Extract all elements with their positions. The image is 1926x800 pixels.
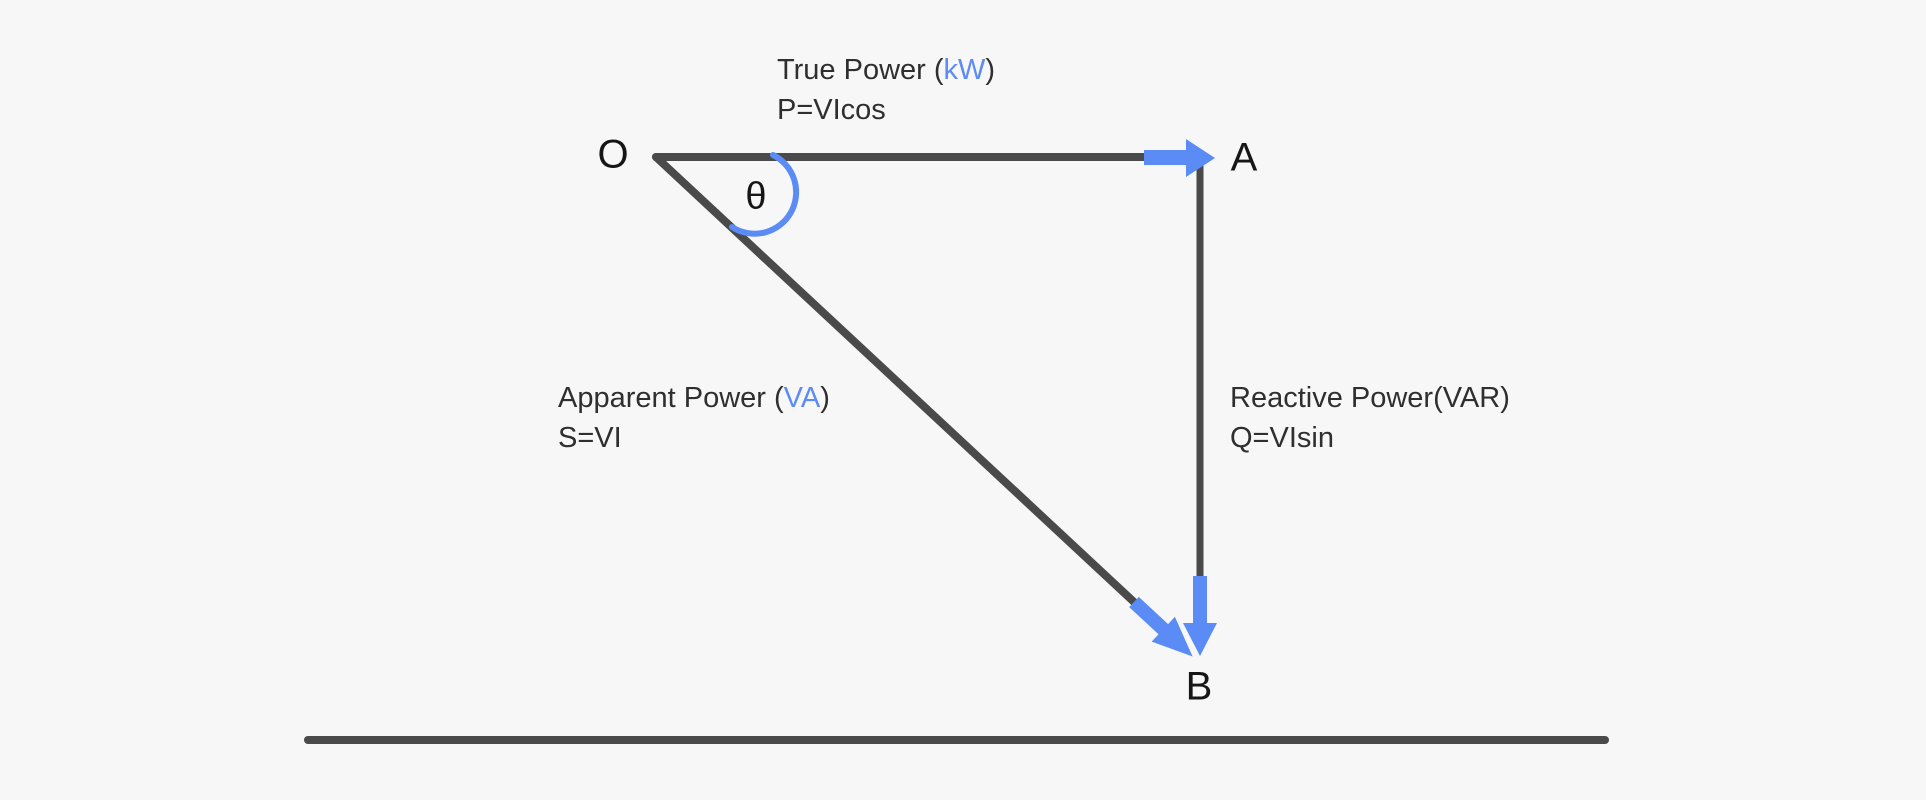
apparent-power-prefix: Apparent Power ( [558,382,784,414]
true-power-suffix: ) [985,54,996,86]
true-power-label: True Power (kW) P=VIcos [777,50,995,130]
apparent-power-suffix: ) [820,382,830,414]
true-power-formula: P=VIcos [777,94,886,126]
angle-theta-label: θ [745,175,767,218]
apparent-power-label: Apparent Power (VA) S=VI [558,378,830,458]
apparent-power-formula: S=VI [558,422,622,454]
vertex-a-label: A [1230,135,1258,180]
angle-arc [729,152,800,237]
true-power-unit: kW [943,54,986,86]
true-power-prefix: True Power ( [777,54,944,86]
reactive-power-label: Reactive Power(VAR) Q=VIsin [1230,378,1510,458]
true-power-arrowhead-icon [1144,139,1215,177]
apparent-power-arrowhead-icon [1129,596,1193,657]
reactive-power-formula: Q=VIsin [1230,422,1334,454]
apparent-power-unit: VA [783,382,821,414]
apparent-power-title: Apparent Power (VA) [558,378,830,418]
true-power-title: True Power (kW) [777,50,995,90]
vertex-o-label: O [597,132,629,177]
vertex-b-label: B [1185,664,1213,709]
reactive-power-title: Reactive Power(VAR) [1230,382,1510,414]
reactive-power-arrowhead-icon [1183,576,1217,656]
